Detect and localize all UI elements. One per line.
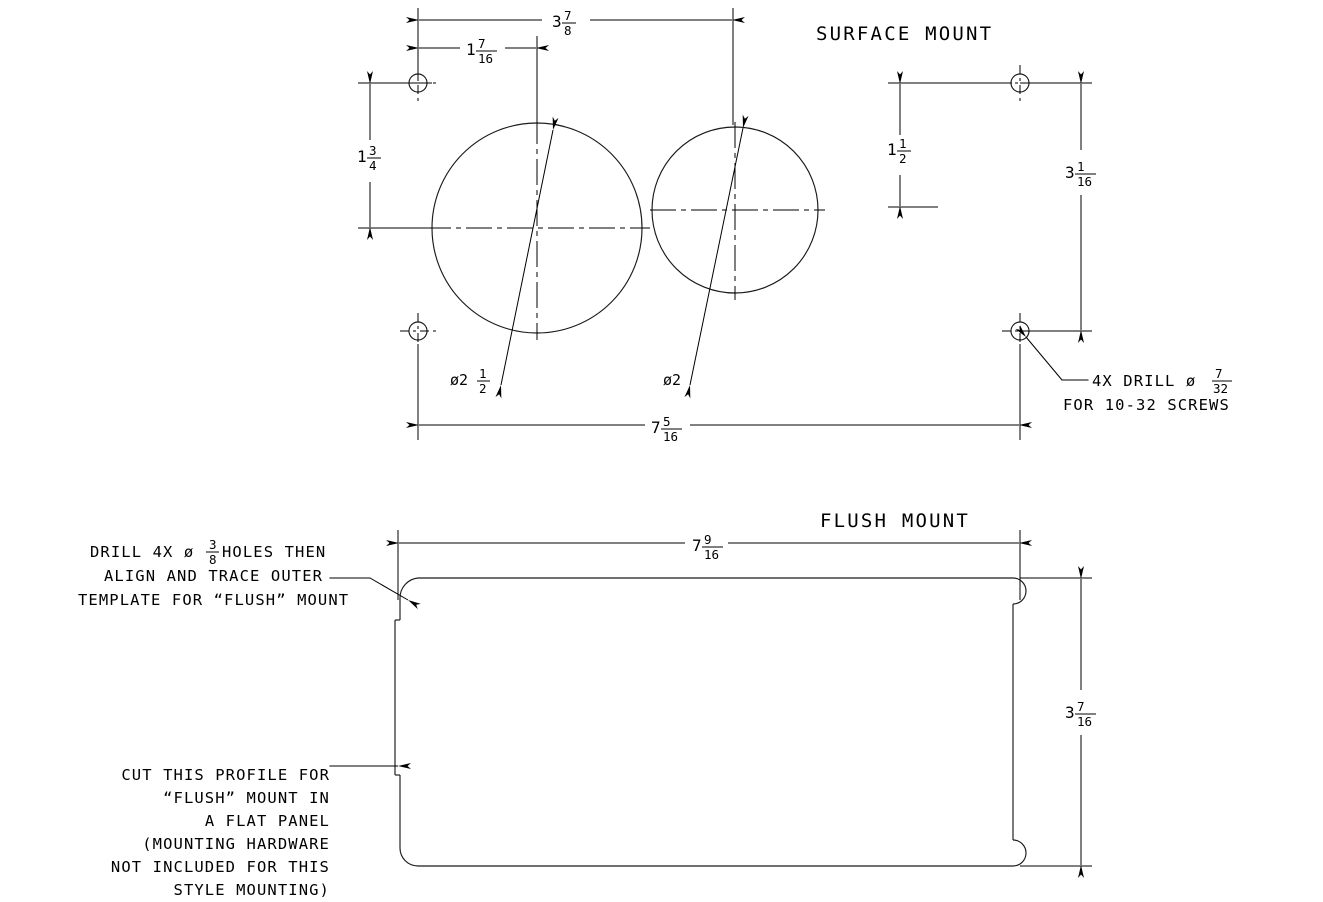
dim-text-top-overall: 3 7 8 <box>552 8 576 38</box>
flush-note-b-line1: CUT THIS PROFILE FOR <box>121 766 330 784</box>
dim-flush-width <box>386 530 1032 600</box>
screw-note-numerator: 7 <box>1215 366 1223 381</box>
flush-note-line1-post: HOLES THEN <box>222 543 326 561</box>
screw-note-line2: FOR 10-32 SCREWS <box>1063 396 1230 414</box>
dim-right-vertical <box>1020 71 1092 343</box>
bore-dia-label: ø2 <box>663 371 681 389</box>
flush-note-numerator: 3 <box>209 537 217 552</box>
screw-hole-bottom-right <box>1002 313 1038 349</box>
dim-text-mid-vertical: 1 1 2 <box>887 136 911 166</box>
screw-hole-top-left <box>400 65 436 101</box>
dim-whole: 1 <box>357 147 367 166</box>
dim-left-vertical <box>358 71 432 240</box>
dim-whole: 1 <box>466 40 476 59</box>
dim-top-inner <box>406 36 549 128</box>
dim-flush-height <box>1020 566 1092 878</box>
dim-text-left-vertical: 1 3 4 <box>357 143 381 173</box>
surface-mount-title: SURFACE MOUNT <box>816 23 993 45</box>
dim-numerator: 9 <box>704 532 712 547</box>
dim-text-bottom-overall: 7 5 16 <box>651 414 682 444</box>
flush-note-b-line6: STYLE MOUNTING) <box>174 881 330 899</box>
flush-mount-title: FLUSH MOUNT <box>820 510 970 532</box>
flush-note-line2: ALIGN AND TRACE OUTER <box>104 567 323 585</box>
dim-numerator: 3 <box>369 143 377 158</box>
dim-mid-vertical <box>888 71 1012 219</box>
screw-note-denominator: 32 <box>1213 381 1228 396</box>
flush-note-top: DRILL 4X ø 3 8 HOLES THEN ALIGN AND TRAC… <box>78 537 349 609</box>
dim-whole: 3 <box>552 12 562 31</box>
dim-text-top-inner: 1 7 16 <box>466 36 497 66</box>
dim-whole: 3 <box>1065 703 1075 722</box>
flush-note-line1-pre: DRILL 4X ø <box>90 543 194 561</box>
leader-bore-large <box>495 116 559 399</box>
flush-note-b-line4: (MOUNTING HARDWARE <box>142 835 330 853</box>
dim-denominator: 16 <box>478 51 493 66</box>
flush-note-denominator: 8 <box>209 552 217 567</box>
screw-hole-bottom-left <box>400 313 436 349</box>
bore-denominator: 2 <box>479 381 487 396</box>
flush-note-line3: TEMPLATE FOR “FLUSH” MOUNT <box>78 591 349 609</box>
leader-note-top <box>329 577 421 610</box>
dim-denominator: 16 <box>1077 174 1092 189</box>
dim-text-flush-height: 3 7 16 <box>1065 699 1096 729</box>
callout-bore-small: ø2 <box>663 371 681 389</box>
dim-numerator: 7 <box>478 36 486 51</box>
bore-dia-label: ø2 <box>450 371 468 389</box>
leader-screw-note <box>1015 325 1089 381</box>
dim-numerator: 1 <box>899 136 907 151</box>
dim-denominator: 16 <box>704 547 719 562</box>
dim-whole: 7 <box>692 536 702 555</box>
dim-denominator: 4 <box>369 158 377 173</box>
dim-whole: 1 <box>887 140 897 159</box>
flush-note-b-line2: “FLUSH” MOUNT IN <box>163 789 330 807</box>
dim-denominator: 16 <box>663 429 678 444</box>
dim-text-right-vertical: 3 1 16 <box>1065 159 1096 189</box>
bore-numerator: 1 <box>479 366 487 381</box>
flush-note-b-line5: NOT INCLUDED FOR THIS <box>111 858 330 876</box>
screw-note: 4X DRILL ø 7 32 FOR 10-32 SCREWS <box>1063 366 1232 414</box>
screw-hole-top-right <box>1002 65 1038 101</box>
dim-numerator: 5 <box>663 414 671 429</box>
callout-bore-large: ø2 1 2 <box>450 366 490 396</box>
dim-bottom-overall <box>406 344 1032 440</box>
dim-numerator: 7 <box>1077 699 1085 714</box>
dim-numerator: 1 <box>1077 159 1085 174</box>
flush-panel-outline <box>394 577 1027 867</box>
dim-numerator: 7 <box>564 8 572 23</box>
dim-denominator: 2 <box>899 151 907 166</box>
screw-note-line1: 4X DRILL ø <box>1092 372 1196 390</box>
leader-bore-small <box>684 114 749 399</box>
dim-text-flush-width: 7 9 16 <box>692 532 723 562</box>
dim-whole: 7 <box>651 418 661 437</box>
dim-whole: 3 <box>1065 163 1075 182</box>
flush-note-b-line3: A FLAT PANEL <box>205 812 330 830</box>
dim-denominator: 16 <box>1077 714 1092 729</box>
dim-denominator: 8 <box>564 23 572 38</box>
flush-note-bottom: CUT THIS PROFILE FOR “FLUSH” MOUNT IN A … <box>111 766 330 899</box>
